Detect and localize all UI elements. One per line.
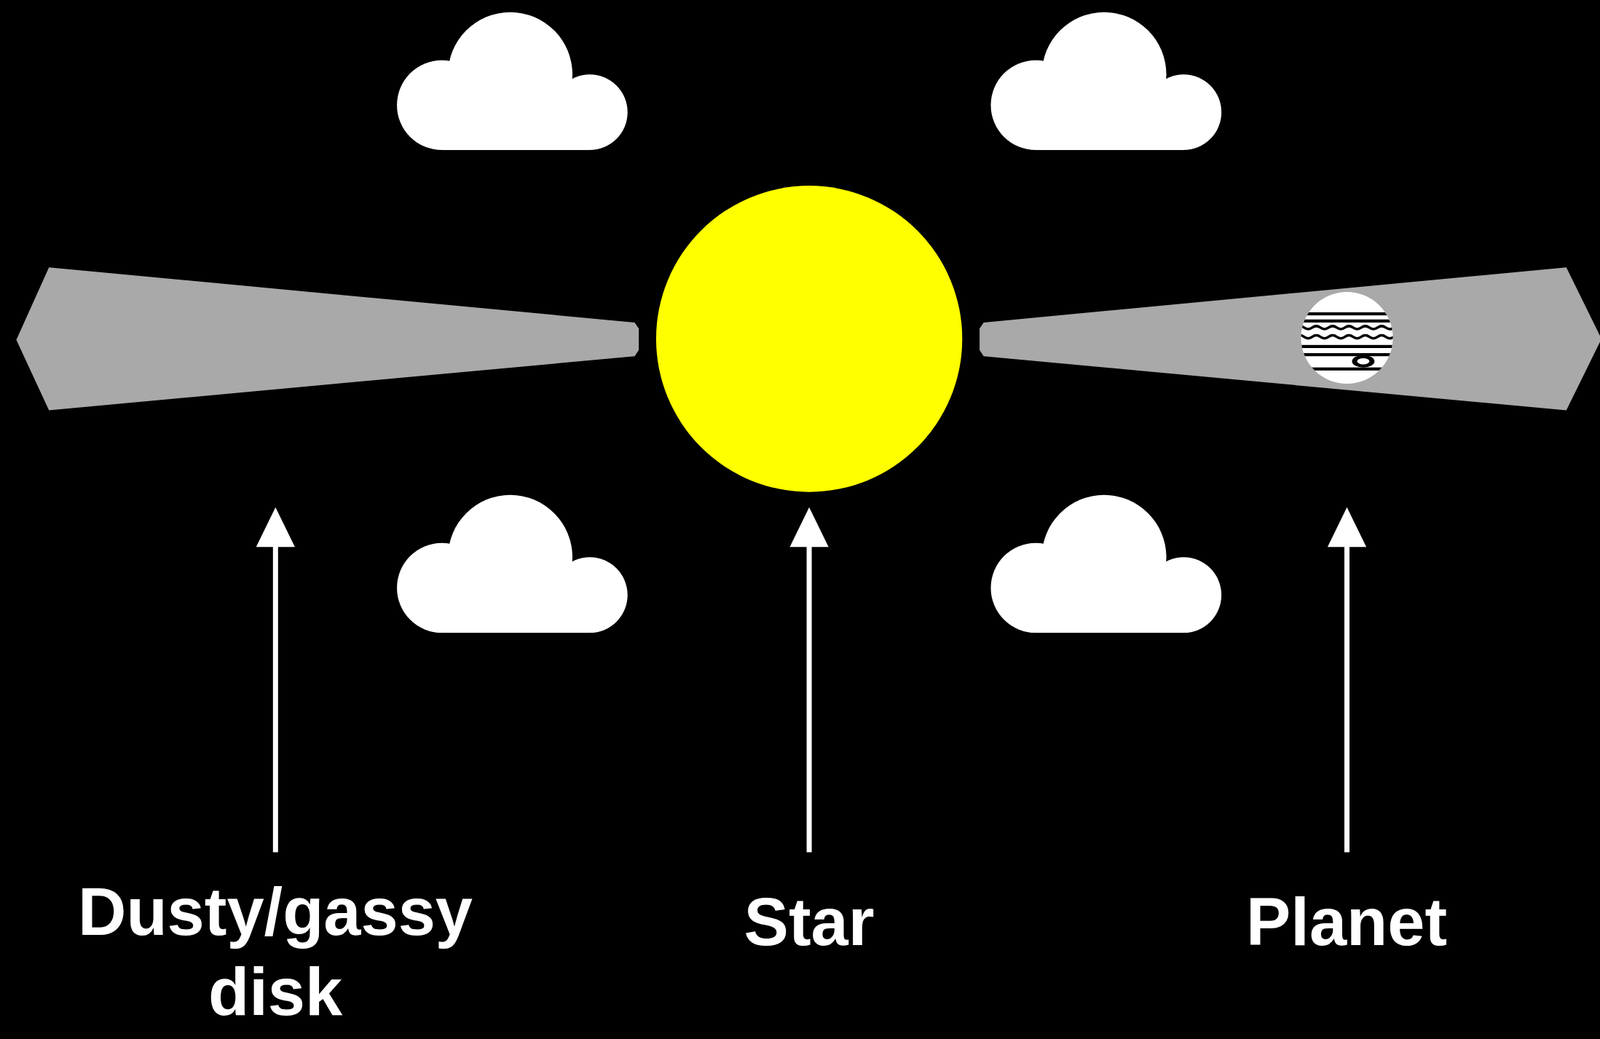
leader-arrow: [256, 507, 295, 853]
cloud: [396, 495, 628, 633]
callout-label: Star: [627, 881, 992, 963]
cloud: [991, 495, 1223, 633]
cloud: [991, 12, 1223, 151]
leader-arrow: [789, 507, 829, 853]
callout-label: Dusty/gassy disk: [20, 871, 531, 1032]
cloud: [396, 12, 628, 151]
leader-arrow: [1327, 507, 1367, 853]
disk-right: [979, 267, 1600, 411]
planet: [1295, 291, 1402, 386]
star: [656, 185, 963, 493]
disk-left: [16, 267, 639, 411]
callout-label: Planet: [1128, 881, 1566, 963]
